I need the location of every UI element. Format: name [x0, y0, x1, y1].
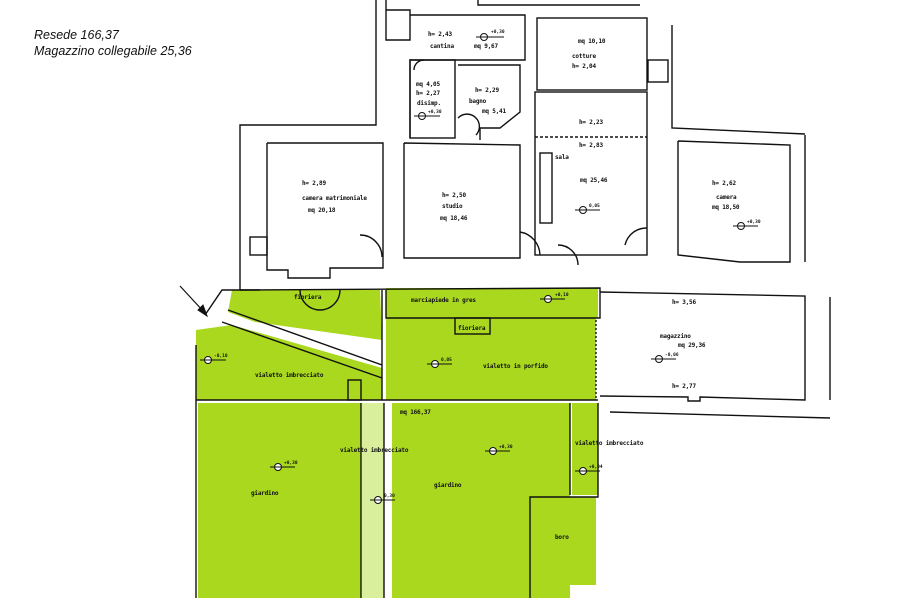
walls — [195, 0, 831, 598]
level-value: +0,30 — [284, 461, 298, 466]
level-marker-icon — [575, 206, 600, 214]
vialetto-porfido-label: vialetto in porfido — [483, 363, 548, 370]
level-marker-icon — [540, 295, 565, 303]
entrance-arrow-icon — [179, 285, 208, 318]
cotture-area: mq 10,10 — [578, 38, 606, 45]
level-value: +0,30 — [428, 110, 442, 115]
note-magazzino: Magazzino collegabile 25,36 — [34, 44, 192, 58]
cantina-area: mq 9,67 — [474, 43, 498, 50]
level-value: -0,06 — [665, 353, 679, 358]
giardino-label: giardino — [251, 490, 279, 497]
vialetto-imbrecciato-label: vialetto imbrecciato — [340, 447, 409, 454]
level-value: 0,05 — [441, 358, 452, 363]
vialetto-imbrecciato-label: vialetto imbrecciato — [575, 440, 644, 447]
garden-boro — [530, 497, 596, 585]
sala-height-2: h= 2,83 — [579, 142, 603, 149]
bagno-height: h= 2,29 — [475, 87, 499, 94]
garden-vialetto-east — [572, 403, 598, 495]
disimp-name: disimp. — [417, 100, 441, 107]
sala-area: mq 25,46 — [580, 177, 608, 184]
garden-area-northwest — [228, 290, 382, 340]
camera-matrimoniale-name: camera matrimoniale — [302, 195, 367, 202]
camera-height: h= 2,62 — [712, 180, 736, 187]
camera-area: mq 18,50 — [712, 204, 740, 211]
disimp-area: mq 4,05 — [416, 81, 440, 88]
cantina-name: cantina — [430, 43, 454, 50]
fioriera-label: fioriera — [458, 325, 486, 332]
resede-area-label: mq 166,37 — [400, 409, 431, 416]
level-value: +0,04 — [589, 465, 603, 470]
cantina-height: h= 2,43 — [428, 31, 452, 38]
garden-area-vialetto — [196, 325, 382, 400]
level-marker-icon — [414, 112, 440, 120]
level-marker-icon — [733, 222, 758, 230]
level-marker-icon — [270, 463, 295, 471]
cotture-height: h= 2,04 — [572, 63, 596, 70]
level-marker-icon — [575, 467, 600, 475]
sala-name: sala — [555, 154, 569, 161]
sala-height-1: h= 2,23 — [579, 119, 603, 126]
level-marker-icon — [427, 360, 452, 368]
level-marker-icon — [651, 355, 676, 363]
level-value: 0,05 — [589, 204, 600, 209]
magazzino-area: mq 29,36 — [678, 342, 706, 349]
boro-label: boro — [555, 534, 569, 541]
magazzino-height-2: h= 2,77 — [672, 383, 696, 390]
garden-area-marciapiede — [386, 288, 598, 318]
studio-height: h= 2,50 — [442, 192, 466, 199]
bagno-area: mq 5,41 — [482, 108, 506, 115]
camera-matrimoniale-area: mq 20,18 — [308, 207, 336, 214]
magazzino-name: magazzino — [660, 333, 691, 340]
level-markers — [200, 33, 758, 504]
level-value: +0,10 — [555, 293, 569, 298]
garden-areas — [196, 288, 598, 598]
garden-giardino-west — [198, 403, 361, 598]
studio-name: studio — [442, 203, 463, 210]
level-marker-icon — [485, 447, 510, 455]
garden-area-porfido — [386, 318, 596, 400]
level-value: +0,30 — [499, 445, 513, 450]
note-resede: Resede 166,37 — [34, 28, 119, 42]
level-value: +0,30 — [491, 30, 505, 35]
level-marker-icon — [370, 496, 395, 504]
level-value: 0,30 — [384, 494, 395, 499]
giardino-label: giardino — [434, 482, 462, 489]
marciapiede-label: marciapiede in gres — [411, 297, 476, 304]
vialetto-imbrecciato-label: vialetto imbrecciato — [255, 372, 324, 379]
camera-name: camera — [716, 194, 737, 201]
bagno-name: bagno — [469, 98, 487, 105]
studio-area: mq 18,46 — [440, 215, 468, 222]
cotture-name: cotture — [572, 53, 596, 60]
disimp-height: h= 2,27 — [416, 90, 440, 97]
camera-matrimoniale-height: h= 2,89 — [302, 180, 326, 187]
level-marker-icon — [200, 356, 226, 364]
magazzino-height-1: h= 3,56 — [672, 299, 696, 306]
level-marker-icon — [476, 33, 504, 41]
level-value: +0,30 — [747, 220, 761, 225]
level-value: -0,10 — [214, 354, 228, 359]
fioriera-label: fioriera — [294, 294, 322, 301]
